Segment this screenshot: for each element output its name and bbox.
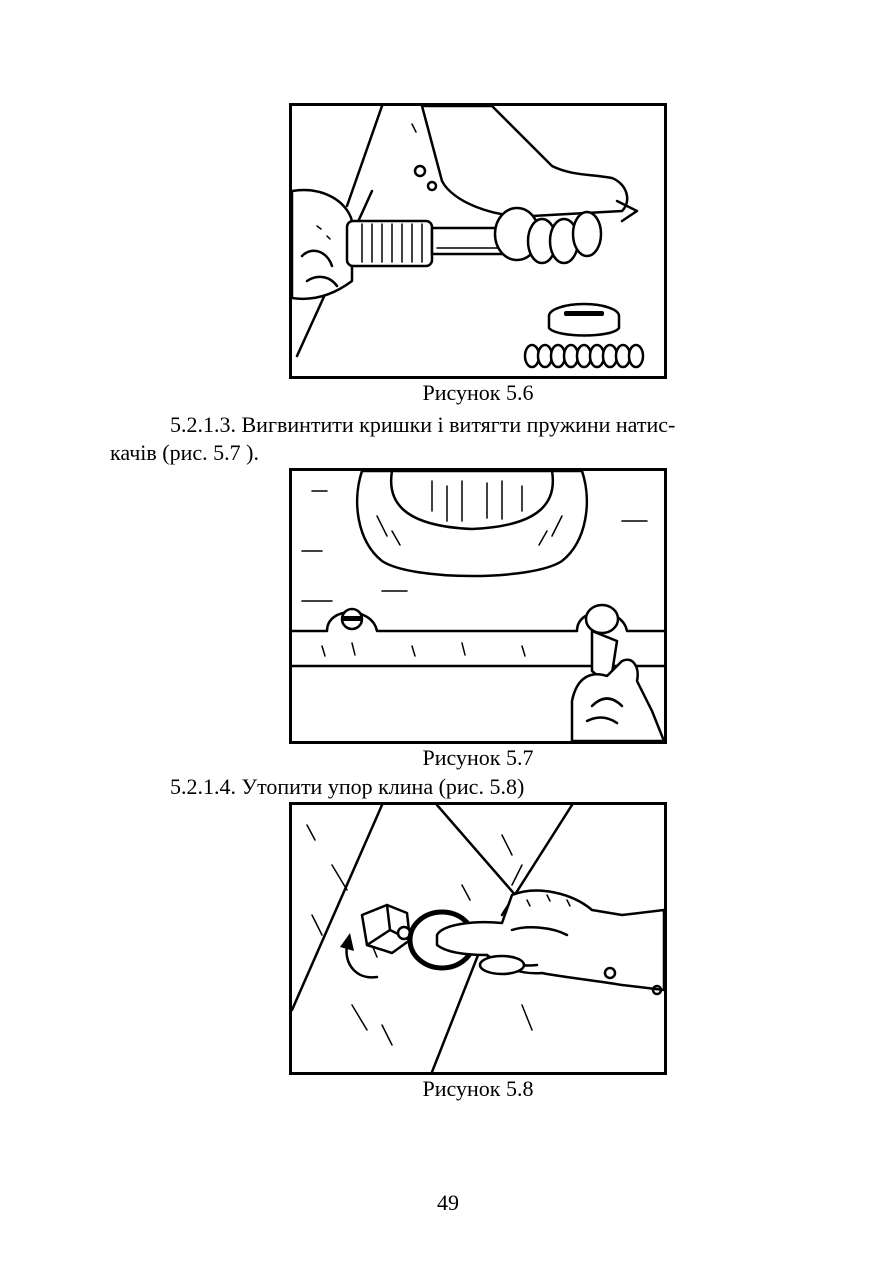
figure-5-6 [289, 103, 667, 379]
figure-caption: Рисунок 5.7 [422, 745, 534, 770]
illustration-pressing-wedge-stop [292, 805, 664, 1072]
figure-caption: Рисунок 5.6 [422, 380, 534, 405]
spring-icon [523, 343, 645, 369]
figure-caption: Рисунок 5.8 [422, 1076, 534, 1101]
paragraph-step-5-2-1-3-continued: качів (рис. 5.7 ). [110, 440, 259, 465]
page-number: 49 [437, 1190, 459, 1215]
figure-5-7 [289, 468, 667, 744]
figure-5-8 [289, 802, 667, 1075]
paragraph-step-5-2-1-3: 5.2.1.3. Вигвинтити кришки і витягти пру… [170, 412, 676, 437]
illustration-unscrewing-cap [292, 106, 645, 369]
paragraph-step-5-2-1-4: 5.2.1.4. Утопити упор клина (рис. 5.8) [170, 774, 525, 799]
illustration-removing-spring [292, 471, 664, 741]
